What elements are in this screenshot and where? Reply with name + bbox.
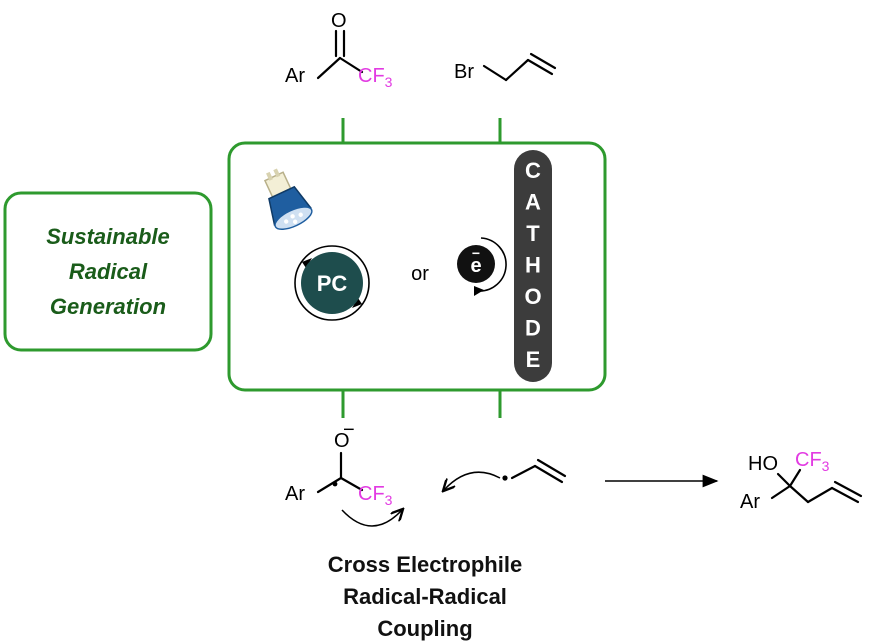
allyl-bond-2 (504, 58, 530, 82)
sustainable-radical-generation-box: Sustainable Radical Generation (3, 191, 213, 352)
ketyl-charge: − (343, 419, 355, 441)
ketyl-bond-cf3 (339, 476, 364, 492)
ketyl-bond-ar (316, 476, 343, 494)
electron-label: e (470, 255, 481, 277)
product-bond-ch (806, 486, 834, 504)
ketyl-curly-arrow (341, 510, 402, 527)
ketyl-aryl-label: Ar (285, 483, 305, 505)
cathode-letter: O (524, 284, 541, 309)
ketyl-radical-anion-structure: O − Ar CF3 (285, 419, 402, 527)
allyl-curly-arrow (444, 471, 501, 490)
photocatalyst-cycle: PC (294, 245, 370, 321)
allyl-bond-1 (482, 64, 508, 82)
caption-line-3: Coupling (377, 616, 472, 641)
cathode-letter: C (525, 158, 541, 183)
product-bond-cf3 (788, 468, 802, 488)
side-box-line-3: Generation (50, 294, 166, 319)
electron-circle (457, 245, 495, 283)
ketone-bond-cf3 (338, 56, 364, 74)
electron-cycle-arrow (474, 286, 484, 296)
allyl-bromide-br-label: Br (454, 61, 474, 83)
product-bond-ch2 (788, 484, 810, 504)
cathode-letter: T (526, 221, 540, 246)
allyl-radical-bond-2a (533, 464, 564, 484)
coupling-caption: Cross Electrophile Radical-Radical Coupl… (328, 552, 522, 641)
allyl-bond-3a (526, 58, 554, 76)
pc-cycle-arrow-1 (302, 258, 312, 268)
catalysis-box-frame (227, 141, 607, 392)
ketone-cf3-label: CF3 (358, 65, 393, 90)
pc-cycle-arrow-2 (352, 298, 362, 308)
ketone-oxygen-label: O (331, 10, 347, 32)
side-box-frame (3, 191, 213, 352)
product-bond-alkene-a (830, 486, 860, 504)
side-box-line-2: Radical (69, 259, 148, 284)
electron-cycle-arc (477, 237, 507, 292)
cathode-letter: E (526, 347, 541, 372)
trifluoromethyl-ketone-structure: O Ar CF3 (285, 10, 393, 90)
side-box-line-1: Sustainable (46, 224, 169, 249)
ketyl-cf3-label: CF3 (358, 483, 393, 508)
allyl-radical-structure (444, 458, 567, 490)
allyl-bromide-structure: Br (454, 52, 557, 83)
pc-cycle-ring (294, 245, 370, 321)
product-cf3-label: CF3 (795, 449, 830, 474)
pc-circle (301, 252, 363, 314)
ketyl-oxygen-label: O (334, 430, 350, 452)
ketyl-radical-dot (332, 481, 338, 487)
allyl-radical-bond-1 (510, 464, 537, 480)
product-structure: HO Ar CF3 (740, 449, 863, 513)
cathode-letter: D (525, 316, 541, 341)
product-bond-alkene-b (833, 480, 863, 498)
cathode-letter: H (525, 253, 541, 278)
or-label: or (411, 263, 429, 285)
ketone-bond-ar (316, 56, 342, 80)
product-bond-ar (770, 484, 792, 500)
cathode-letter: A (525, 190, 541, 215)
allyl-radical-bond-2b (536, 458, 567, 478)
electron-charge: − (472, 245, 480, 261)
allyl-bond-3b (529, 52, 557, 70)
pc-label: PC (317, 271, 348, 296)
ketone-aryl-label: Ar (285, 65, 305, 87)
product-ho-label: HO (748, 453, 778, 475)
product-aryl-label: Ar (740, 491, 760, 513)
allyl-radical-dot (502, 475, 508, 481)
cathode-bar (514, 150, 552, 382)
product-bond-oh (776, 472, 792, 488)
electron-cycle: e − (457, 237, 507, 296)
caption-line-2: Radical-Radical (343, 584, 507, 609)
caption-line-1: Cross Electrophile (328, 552, 522, 577)
lamp-icon (263, 168, 313, 231)
